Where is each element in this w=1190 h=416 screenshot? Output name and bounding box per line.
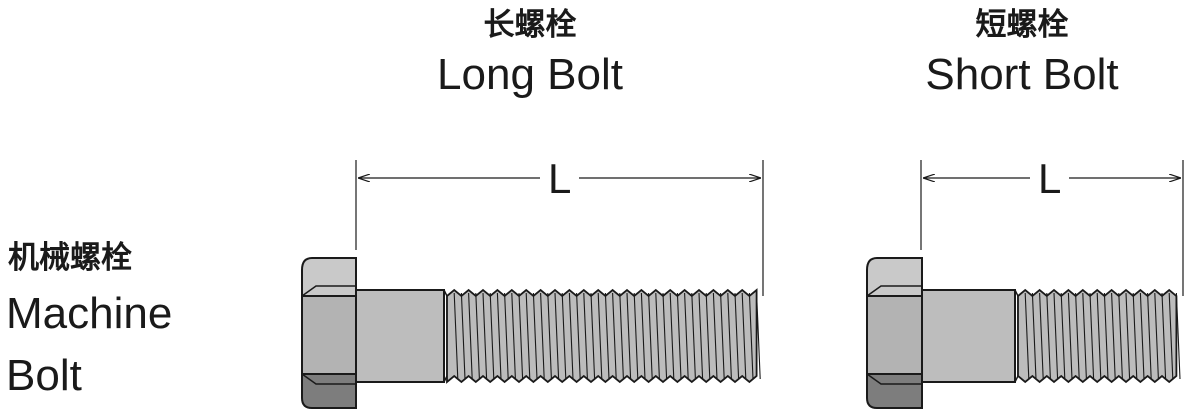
thread-line bbox=[640, 292, 646, 380]
thread-line bbox=[590, 292, 596, 380]
thread-line bbox=[597, 292, 603, 380]
thread-line bbox=[633, 292, 639, 380]
thread-line bbox=[669, 292, 675, 380]
thread-line bbox=[1125, 292, 1131, 380]
long-bolt-title-en: Long Bolt bbox=[437, 50, 623, 99]
thread-line bbox=[1168, 292, 1174, 380]
thread-line bbox=[511, 292, 516, 380]
short-bolt-head-bottom-face bbox=[866, 373, 923, 409]
thread-line bbox=[1067, 292, 1073, 380]
thread-line bbox=[532, 292, 538, 380]
thread-line bbox=[1154, 292, 1159, 380]
thread-line bbox=[604, 292, 610, 380]
thread-line bbox=[662, 292, 668, 380]
thread-line bbox=[1147, 292, 1152, 380]
thread-line bbox=[748, 292, 754, 380]
thread-line bbox=[496, 292, 502, 380]
thread-line bbox=[741, 292, 747, 380]
long-bolt-head-bottom-face bbox=[301, 373, 357, 409]
thread-line bbox=[468, 292, 473, 380]
thread-line bbox=[1111, 292, 1116, 380]
thread-line bbox=[475, 292, 480, 380]
thread-line bbox=[612, 292, 617, 380]
thread-line bbox=[1039, 292, 1044, 380]
thread-line bbox=[734, 292, 740, 380]
long-bolt-head bbox=[301, 257, 357, 409]
thread-line bbox=[547, 292, 552, 380]
long-bolt-threads bbox=[446, 288, 761, 384]
thread-line bbox=[1082, 292, 1087, 380]
thread-line bbox=[1089, 292, 1095, 380]
short-bolt-dimension-label: L bbox=[1030, 158, 1070, 200]
long-bolt bbox=[301, 160, 764, 409]
short-bolt bbox=[866, 160, 1184, 409]
thread-line bbox=[1175, 292, 1181, 380]
thread-line bbox=[1096, 292, 1102, 380]
thread-body bbox=[1017, 288, 1178, 384]
thread-line bbox=[648, 292, 653, 380]
thread-line bbox=[684, 292, 689, 380]
thread-line bbox=[482, 292, 488, 380]
thread-line bbox=[518, 292, 524, 380]
thread-line bbox=[453, 292, 459, 380]
thread-line bbox=[1118, 292, 1123, 380]
thread-line bbox=[1053, 292, 1059, 380]
long-bolt-shank bbox=[355, 289, 445, 383]
thread-body bbox=[446, 288, 758, 384]
thread-line bbox=[568, 292, 574, 380]
thread-line bbox=[1161, 292, 1167, 380]
thread-line bbox=[540, 292, 545, 380]
thread-line bbox=[1132, 292, 1138, 380]
thread-line bbox=[676, 292, 682, 380]
thread-line bbox=[619, 292, 624, 380]
thread-line bbox=[583, 292, 588, 380]
thread-line bbox=[691, 292, 696, 380]
short-bolt-title-zh: 短螺栓 bbox=[975, 7, 1069, 43]
thread-line bbox=[525, 292, 531, 380]
thread-line bbox=[489, 292, 495, 380]
machine-bolt-label-zh: 机械螺栓 bbox=[8, 240, 132, 276]
thread-line bbox=[1103, 292, 1109, 380]
thread-line bbox=[576, 292, 581, 380]
thread-line bbox=[1046, 292, 1051, 380]
short-bolt-head bbox=[866, 257, 923, 409]
thread-line bbox=[698, 292, 704, 380]
thread-line bbox=[1024, 292, 1030, 380]
short-bolt-title-en: Short Bolt bbox=[925, 50, 1119, 99]
thread-line bbox=[626, 292, 632, 380]
thread-line bbox=[504, 292, 509, 380]
machine-bolt-label-en-line1: Machine bbox=[6, 289, 173, 338]
thread-line bbox=[561, 292, 567, 380]
thread-line bbox=[460, 292, 466, 380]
thread-line bbox=[705, 292, 711, 380]
short-bolt-threads bbox=[1017, 288, 1181, 384]
thread-line bbox=[1060, 292, 1066, 380]
thread-line bbox=[655, 292, 660, 380]
thread-line bbox=[1075, 292, 1080, 380]
short-bolt-shank bbox=[921, 289, 1016, 383]
machine-bolt-label-en-line2: Bolt bbox=[6, 351, 82, 400]
thread-line bbox=[554, 292, 560, 380]
long-bolt-head-middle-face bbox=[301, 295, 357, 375]
thread-line bbox=[720, 292, 725, 380]
short-bolt-head-middle-face bbox=[866, 295, 923, 375]
long-bolt-dimension-label: L bbox=[540, 158, 580, 200]
long-bolt-title-zh: 长螺栓 bbox=[483, 7, 577, 43]
thread-line bbox=[712, 292, 718, 380]
thread-line bbox=[1139, 292, 1145, 380]
thread-line bbox=[1031, 292, 1037, 380]
thread-line bbox=[727, 292, 732, 380]
thread-line bbox=[756, 292, 761, 380]
